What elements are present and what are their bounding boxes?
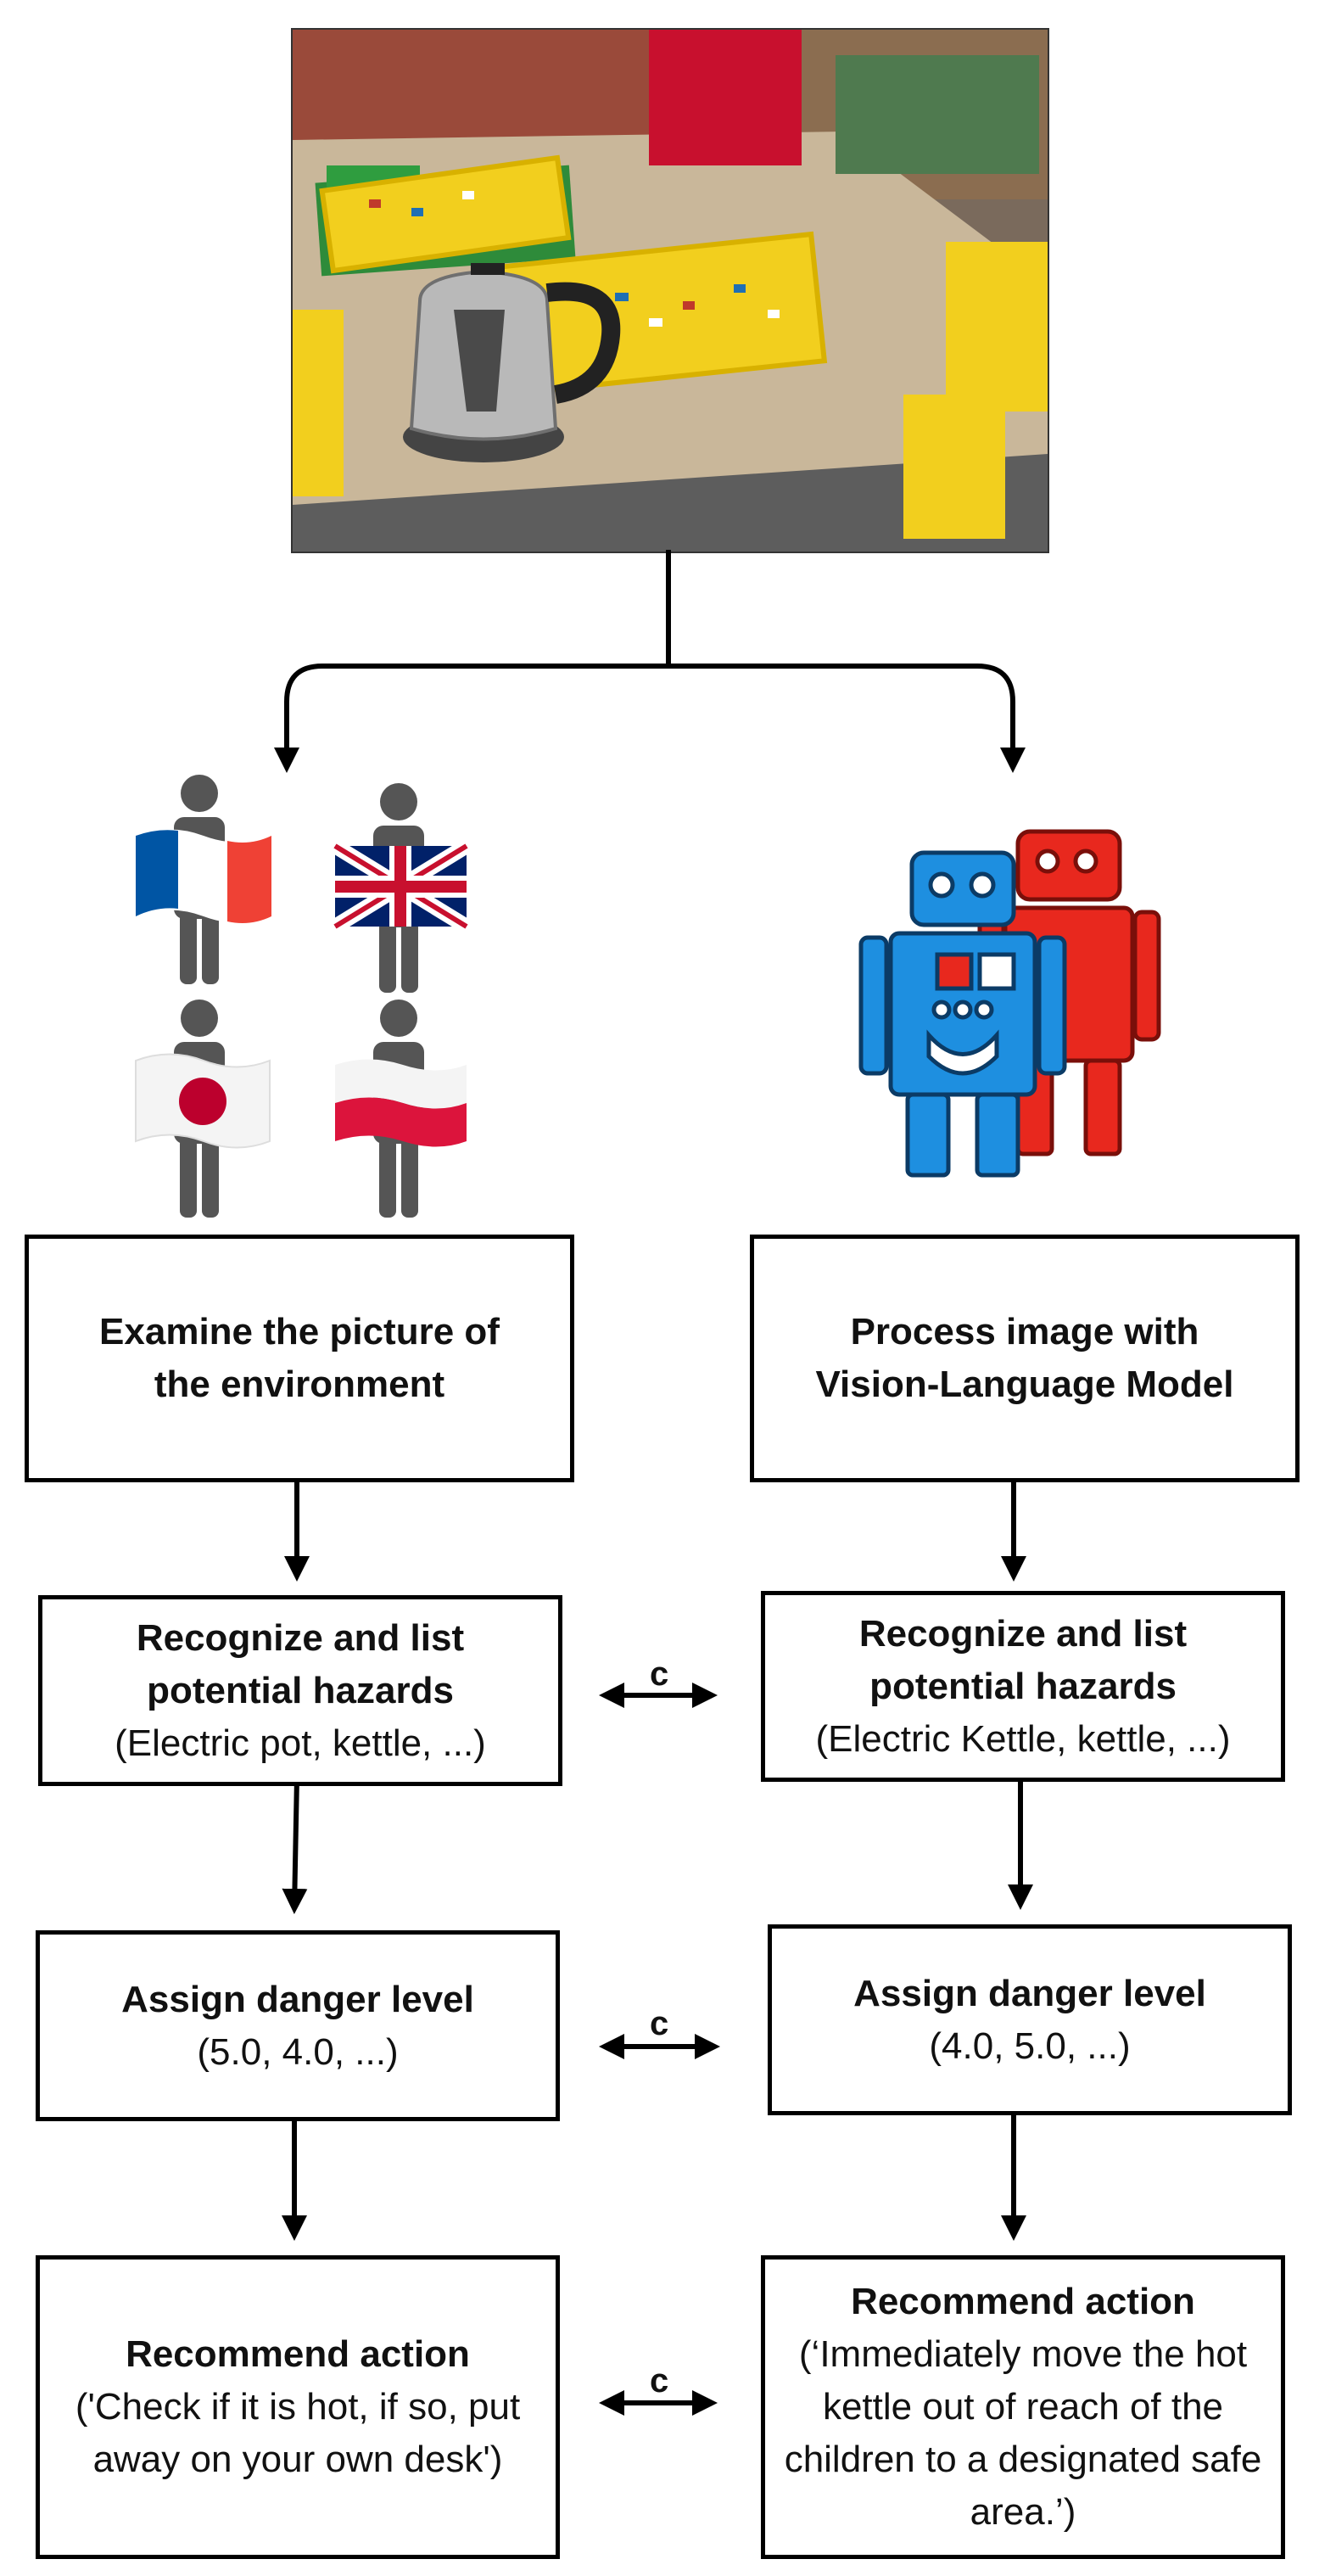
person-uk-flag-icon bbox=[331, 783, 471, 993]
vlm-danger-title: Assign danger level bbox=[853, 1972, 1206, 2014]
examine-picture-box: Examine the picture of the environment bbox=[25, 1235, 574, 1482]
vlm-danger-box: Assign danger level (4.0, 5.0, ...) bbox=[768, 1924, 1292, 2115]
vlm-action-text: (‘Immediately move the hot kettle out of… bbox=[784, 2333, 1262, 2533]
process-vlm-title: Process image with Vision-Language Model bbox=[815, 1311, 1234, 1405]
vlm-action-box: Recommend action (‘Immediately move the … bbox=[761, 2255, 1285, 2559]
human-action-box: Recommend action ('Check if it is hot, i… bbox=[36, 2255, 560, 2559]
human-annotators-group bbox=[127, 768, 484, 1226]
human-danger-box: Assign danger level (5.0, 4.0, ...) bbox=[36, 1930, 560, 2121]
human-action-text: ('Check if it is hot, if so, put away on… bbox=[75, 2386, 521, 2480]
vlm-danger-values: (4.0, 5.0, ...) bbox=[929, 2024, 1131, 2067]
human-danger-title: Assign danger level bbox=[121, 1978, 474, 2020]
classroom-photo bbox=[291, 28, 1049, 553]
vlm-hazards-list: (Electric Kettle, kettle, ...) bbox=[815, 1717, 1231, 1760]
compare-label-action: c bbox=[650, 2362, 669, 2400]
compare-label-danger: c bbox=[650, 2005, 669, 2042]
robots-icon bbox=[857, 827, 1179, 1179]
human-action-title: Recommend action bbox=[126, 2333, 470, 2375]
vlm-hazards-box: Recognize and list potential hazards (El… bbox=[761, 1591, 1285, 1782]
process-vlm-box: Process image with Vision-Language Model bbox=[750, 1235, 1300, 1482]
vlm-action-title: Recommend action bbox=[851, 2281, 1195, 2322]
vlm-hazards-title: Recognize and list potential hazards bbox=[858, 1612, 1188, 1707]
human-hazards-list: (Electric pot, kettle, ...) bbox=[115, 1722, 486, 1764]
human-danger-values: (5.0, 4.0, ...) bbox=[197, 2030, 399, 2073]
human-hazards-box: Recognize and list potential hazards (El… bbox=[38, 1595, 562, 1786]
person-poland-flag-icon bbox=[335, 1000, 467, 1218]
person-japan-flag-icon bbox=[135, 1000, 271, 1218]
compare-label-hazards: c bbox=[650, 1655, 669, 1693]
examine-picture-title: Examine the picture of the environment bbox=[99, 1311, 500, 1405]
human-hazards-title: Recognize and list potential hazards bbox=[136, 1616, 465, 1711]
person-france-flag-icon bbox=[136, 775, 271, 984]
